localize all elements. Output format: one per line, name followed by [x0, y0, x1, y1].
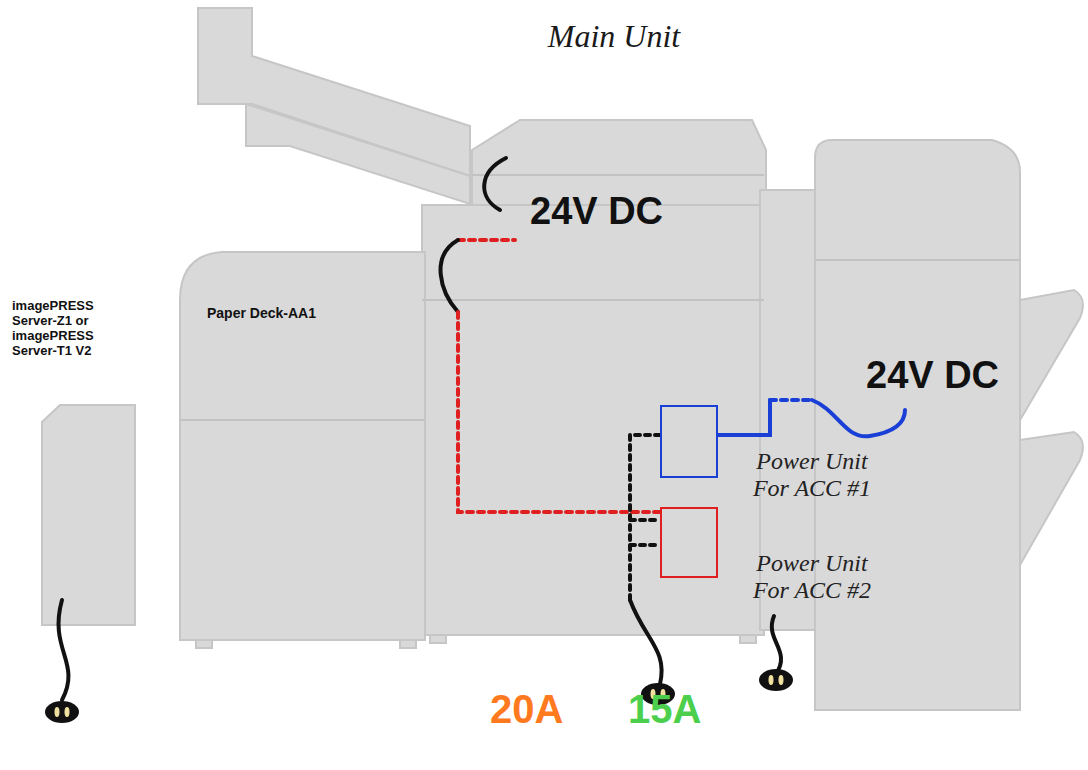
plug-body	[759, 669, 793, 691]
server-power-cord	[59, 600, 69, 700]
diagram-title: Main Unit	[0, 18, 1088, 55]
dc-cable-loop	[441, 240, 458, 312]
plug-body	[45, 701, 79, 723]
dc-cable-red-top	[458, 238, 515, 242]
panel-seam	[422, 299, 764, 301]
main-power-cord	[630, 600, 662, 684]
plug-slot	[779, 675, 784, 685]
foot	[400, 640, 416, 648]
current-rating: 20A	[490, 686, 563, 732]
voltage-label: 24V DC	[866, 354, 999, 398]
server-body	[42, 405, 135, 625]
paper-deck-body	[180, 252, 425, 640]
finisher-tray-lower	[1020, 432, 1083, 565]
dc-cable-blue-dotted	[770, 398, 812, 402]
plug-slot	[55, 707, 60, 717]
foot	[196, 640, 212, 648]
foot	[430, 635, 446, 643]
finisher-tray-upper	[1020, 290, 1083, 420]
dc-cable-red	[458, 312, 660, 512]
panel-seam	[472, 174, 764, 176]
deck-label: Paper Deck-AA1	[207, 305, 316, 321]
power-plug	[45, 701, 79, 723]
power-plug	[759, 669, 793, 691]
current-rating: 15A	[628, 686, 701, 732]
panel-seam	[815, 259, 1020, 261]
power-unit-label: Power Unit For ACC #1	[742, 448, 882, 502]
foot	[740, 635, 756, 643]
power-unit-box: Power Unit For ACC #1	[660, 405, 718, 478]
dc-cable-blue	[718, 400, 770, 435]
server-label: imagePRESS Server-Z1 or imagePRESS Serve…	[12, 298, 124, 358]
acc-power-cord	[772, 616, 781, 674]
dc-cable-top	[484, 158, 506, 210]
ac-distribution	[630, 435, 660, 600]
voltage-label: 24V DC	[530, 190, 663, 234]
main-unit-body	[422, 205, 764, 635]
power-unit-label: Power Unit For ACC #2	[742, 550, 882, 604]
panel-seam	[180, 419, 425, 421]
power-unit-box: Power Unit For ACC #2	[660, 507, 718, 578]
plug-slot	[65, 707, 70, 717]
dc-cable-blue-curve	[812, 400, 905, 436]
feeder-arm-lower	[246, 104, 470, 204]
plug-slot	[769, 675, 774, 685]
